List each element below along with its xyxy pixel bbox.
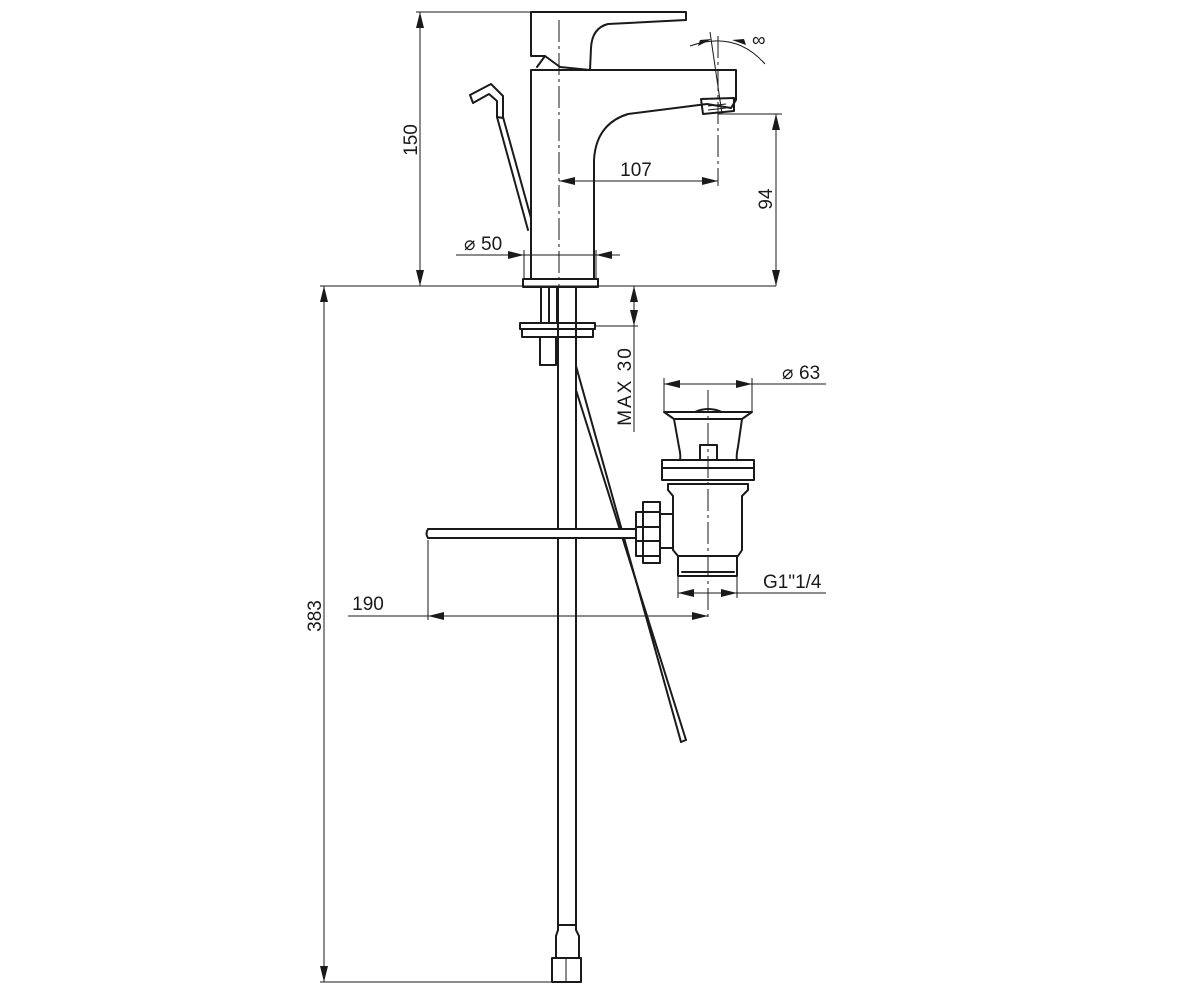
dim-diameter-63: ⌀ 63	[782, 363, 820, 384]
dim-94: 94	[756, 188, 777, 210]
aerator-icon: ∞	[752, 30, 766, 51]
diameter-symbol: ⌀	[464, 234, 475, 255]
popup-rod-upper	[469, 83, 532, 231]
waste-drain	[635, 408, 755, 577]
centerlines	[558, 20, 719, 620]
dim-190: 190	[352, 594, 384, 615]
dim-diameter-50: ⌀ 50	[464, 234, 502, 255]
faucet-handle	[530, 11, 687, 71]
dim-63: 63	[799, 363, 820, 384]
diameter-symbol: ⌀	[782, 363, 793, 384]
base-plate	[522, 278, 599, 288]
aerator	[700, 97, 735, 115]
dimension-lines	[320, 11, 826, 983]
faucet-body	[530, 69, 737, 281]
under-deck-assembly	[519, 286, 687, 983]
dim-50: 50	[481, 234, 502, 255]
dim-107: 107	[620, 160, 652, 181]
dim-383: 383	[305, 600, 326, 632]
lift-rod	[425, 528, 641, 539]
dim-g1-1-4: G1"1/4	[763, 572, 822, 593]
dim-max-30: MAX 30	[615, 346, 636, 426]
dim-150: 150	[401, 124, 422, 156]
dimension-labels: 150 107 94 ⌀ 50 MAX 30 383 ⌀ 63 G1"1/4 1…	[305, 30, 822, 632]
hose-connector	[555, 924, 580, 959]
faucet	[522, 11, 737, 288]
